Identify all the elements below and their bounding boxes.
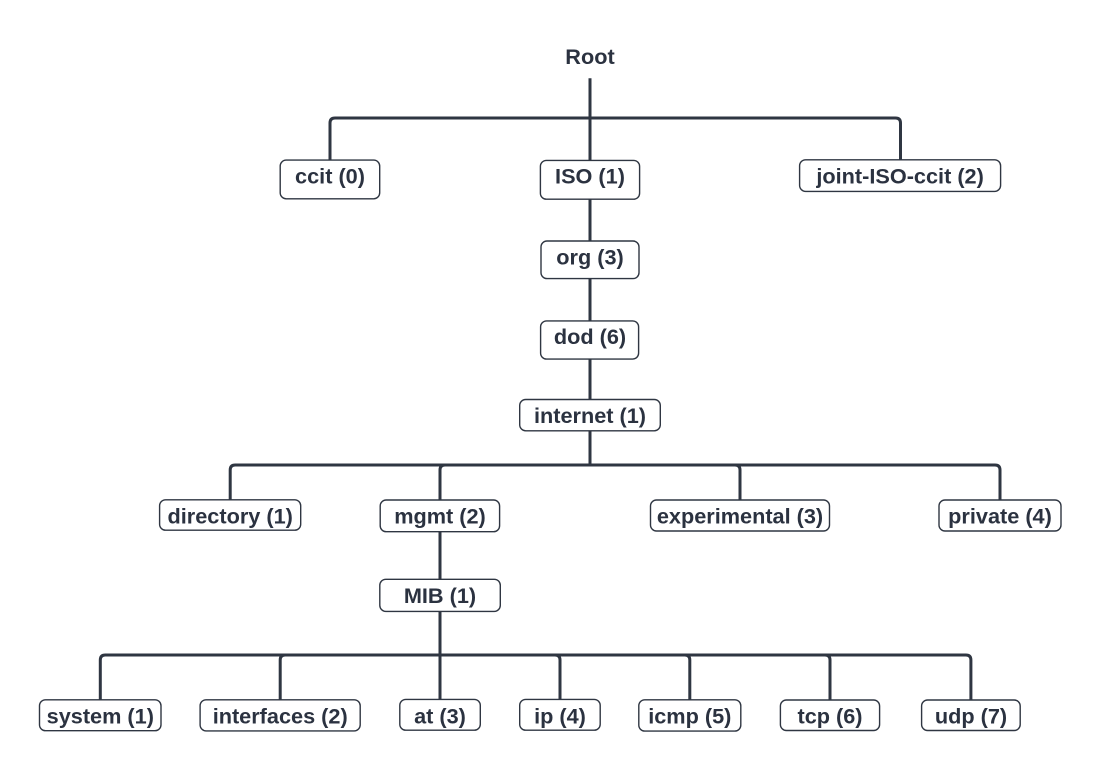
svg-text:org (3): org (3) [556, 244, 623, 269]
svg-text:at (3): at (3) [414, 703, 466, 728]
svg-text:directory (1): directory (1) [168, 503, 293, 528]
svg-text:internet (1): internet (1) [534, 403, 646, 428]
svg-text:experimental (3): experimental (3) [657, 503, 823, 528]
svg-text:ccit (0): ccit (0) [295, 164, 365, 189]
svg-text:private (4): private (4) [948, 503, 1052, 528]
svg-text:icmp (5): icmp (5) [648, 704, 731, 729]
svg-text:joint-ISO-ccit (2): joint-ISO-ccit (2) [815, 163, 983, 188]
svg-text:ISO (1): ISO (1) [555, 164, 625, 189]
svg-text:interfaces (2): interfaces (2) [213, 703, 348, 728]
svg-text:udp (7): udp (7) [935, 703, 1007, 728]
svg-text:system (1): system (1) [47, 703, 154, 728]
svg-text:tcp (6): tcp (6) [797, 703, 862, 728]
svg-text:mgmt (2): mgmt (2) [394, 503, 486, 528]
svg-text:ip (4): ip (4) [534, 703, 586, 728]
svg-text:MIB (1): MIB (1) [404, 583, 476, 608]
svg-text:Root: Root [565, 44, 614, 69]
svg-text:dod (6): dod (6) [554, 324, 626, 349]
